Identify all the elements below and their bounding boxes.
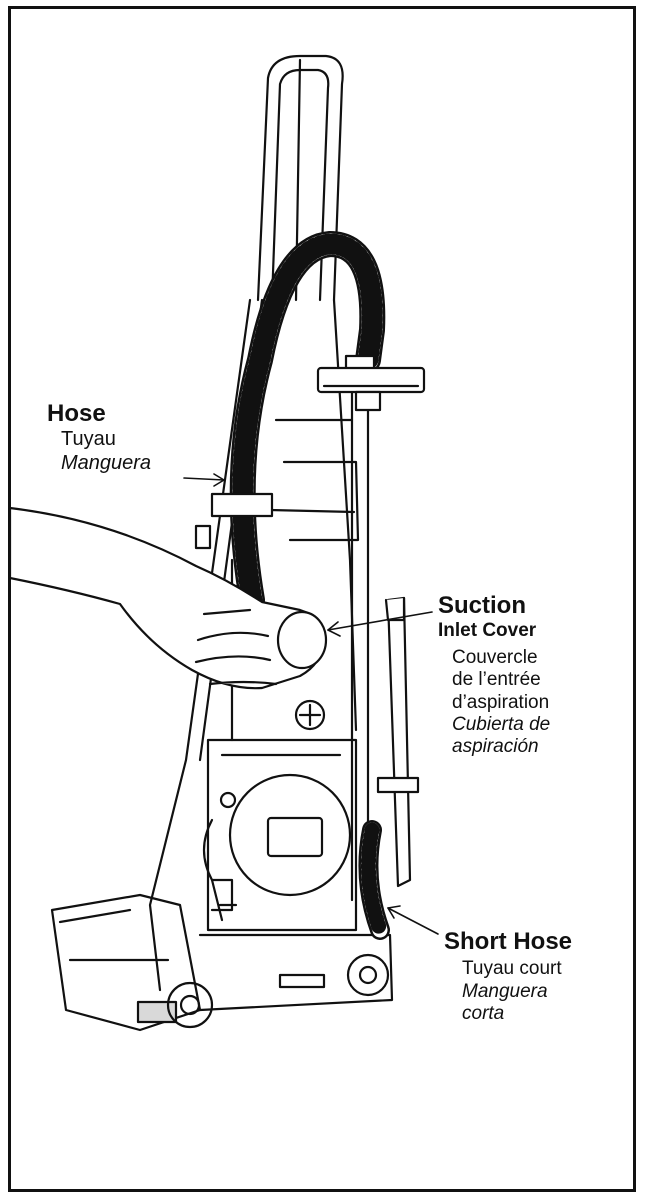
extension-wand xyxy=(316,354,426,902)
short-hose xyxy=(358,820,390,940)
suction-label-fr-3: d’aspiration xyxy=(452,691,550,713)
suction-inlet-cover-label: Suction Inlet Cover Couvercle de l’entré… xyxy=(438,592,550,759)
corrugated-hose xyxy=(229,231,386,613)
vacuum-base xyxy=(50,878,394,1032)
suction-label-es-2: aspiración xyxy=(452,736,539,758)
suction-label-fr-2: de l’entrée xyxy=(452,669,541,691)
short-hose-label: Short Hose Tuyau court Manguera corta xyxy=(444,928,572,1026)
hose-clip xyxy=(210,492,274,518)
suction-label-en-1: Suction xyxy=(438,592,526,619)
short-hose-label-en: Short Hose xyxy=(444,928,573,955)
motor-housing xyxy=(202,699,358,932)
hand-illustration xyxy=(8,506,328,690)
hose-label-fr: Tuyau xyxy=(61,428,116,451)
hose-label-es: Manguera xyxy=(61,451,152,474)
crevice-tool xyxy=(376,596,420,888)
short-hose-label-fr: Tuyau court xyxy=(462,958,562,980)
hose-label: Hose Tuyau Manguera xyxy=(47,400,151,476)
suction-label-fr-1: Couvercle xyxy=(452,646,538,668)
short-hose-label-es-2: corta xyxy=(462,1003,505,1025)
suction-label-es-1: Cubierta de xyxy=(452,713,551,735)
callout-arrows xyxy=(183,473,439,935)
suction-label-en-2: Inlet Cover xyxy=(438,620,537,642)
short-hose-label-es-1: Manguera xyxy=(462,980,548,1002)
hose-label-en: Hose xyxy=(47,400,106,427)
